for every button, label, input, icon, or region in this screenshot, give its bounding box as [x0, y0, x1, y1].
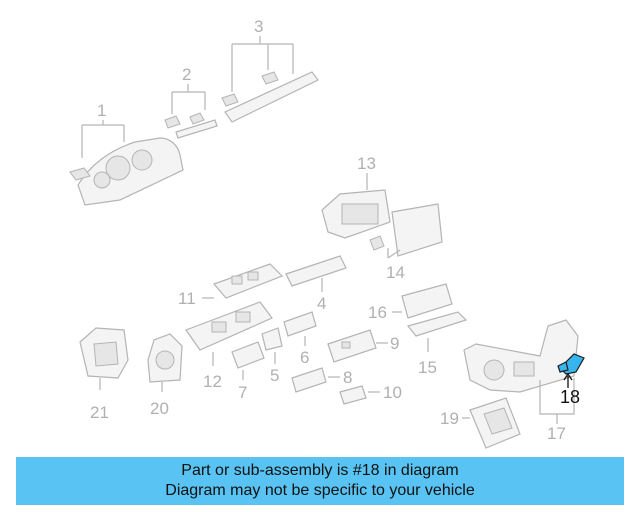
label-5: 5 [270, 366, 279, 385]
label-14: 14 [386, 263, 405, 282]
part-19-glove-box [469, 397, 521, 449]
part-16-panel [401, 283, 453, 319]
part-1-cluster-bezel [69, 137, 184, 206]
banner-line-1: Part or sub-assembly is #18 in diagram [181, 462, 459, 479]
banner-line-2: Diagram may not be specific to your vehi… [165, 482, 475, 499]
label-13: 13 [357, 154, 376, 173]
part-10-button [339, 385, 367, 405]
label-7: 7 [238, 383, 247, 402]
part-14-display [369, 203, 443, 257]
leader-18 [563, 372, 573, 388]
part-9-switch-panel [327, 329, 377, 363]
label-21: 21 [90, 403, 109, 422]
label-11: 11 [178, 289, 196, 308]
label-16: 16 [368, 303, 387, 322]
part-17-instrument-panel [463, 319, 579, 393]
label-6: 6 [300, 348, 309, 367]
leader-2 [171, 84, 206, 114]
label-2: 2 [182, 65, 191, 84]
part-7-trim-piece [231, 341, 265, 369]
info-banner: Part or sub-assembly is #18 in diagram D… [16, 457, 624, 505]
label-8: 8 [343, 368, 352, 387]
label-1: 1 [97, 101, 106, 120]
part-13-center-vent [321, 189, 391, 239]
label-19: 19 [440, 409, 459, 428]
label-15: 15 [418, 358, 437, 377]
part-2-trim-strip [164, 112, 218, 139]
label-18: 18 [560, 387, 580, 407]
part-18-highlighted [557, 353, 585, 375]
leader-3 [231, 36, 294, 92]
label-4: 4 [317, 294, 326, 313]
label-17: 17 [547, 424, 566, 443]
label-20: 20 [150, 399, 169, 418]
leader-14 [387, 248, 401, 259]
parts-diagram: 1 2 3 13 14 11 4 [69, 17, 585, 449]
part-12-lower-bezel [185, 301, 273, 351]
leader-17 [539, 378, 575, 424]
leader-1 [81, 120, 125, 158]
part-3-dash-trim [221, 71, 319, 123]
part-8-trim-piece [291, 367, 327, 393]
label-3: 3 [254, 17, 263, 36]
part-6-trim-piece [283, 311, 317, 337]
label-9: 9 [390, 334, 399, 353]
label-10: 10 [383, 383, 402, 402]
part-4-trim-panel [285, 255, 347, 287]
part-11-switch-panel [212, 263, 284, 299]
part-5-switch [261, 327, 283, 351]
part-20-cover [147, 333, 183, 383]
part-21-side-panel [79, 327, 129, 379]
label-12: 12 [203, 372, 222, 391]
part-15-pad [406, 311, 468, 337]
